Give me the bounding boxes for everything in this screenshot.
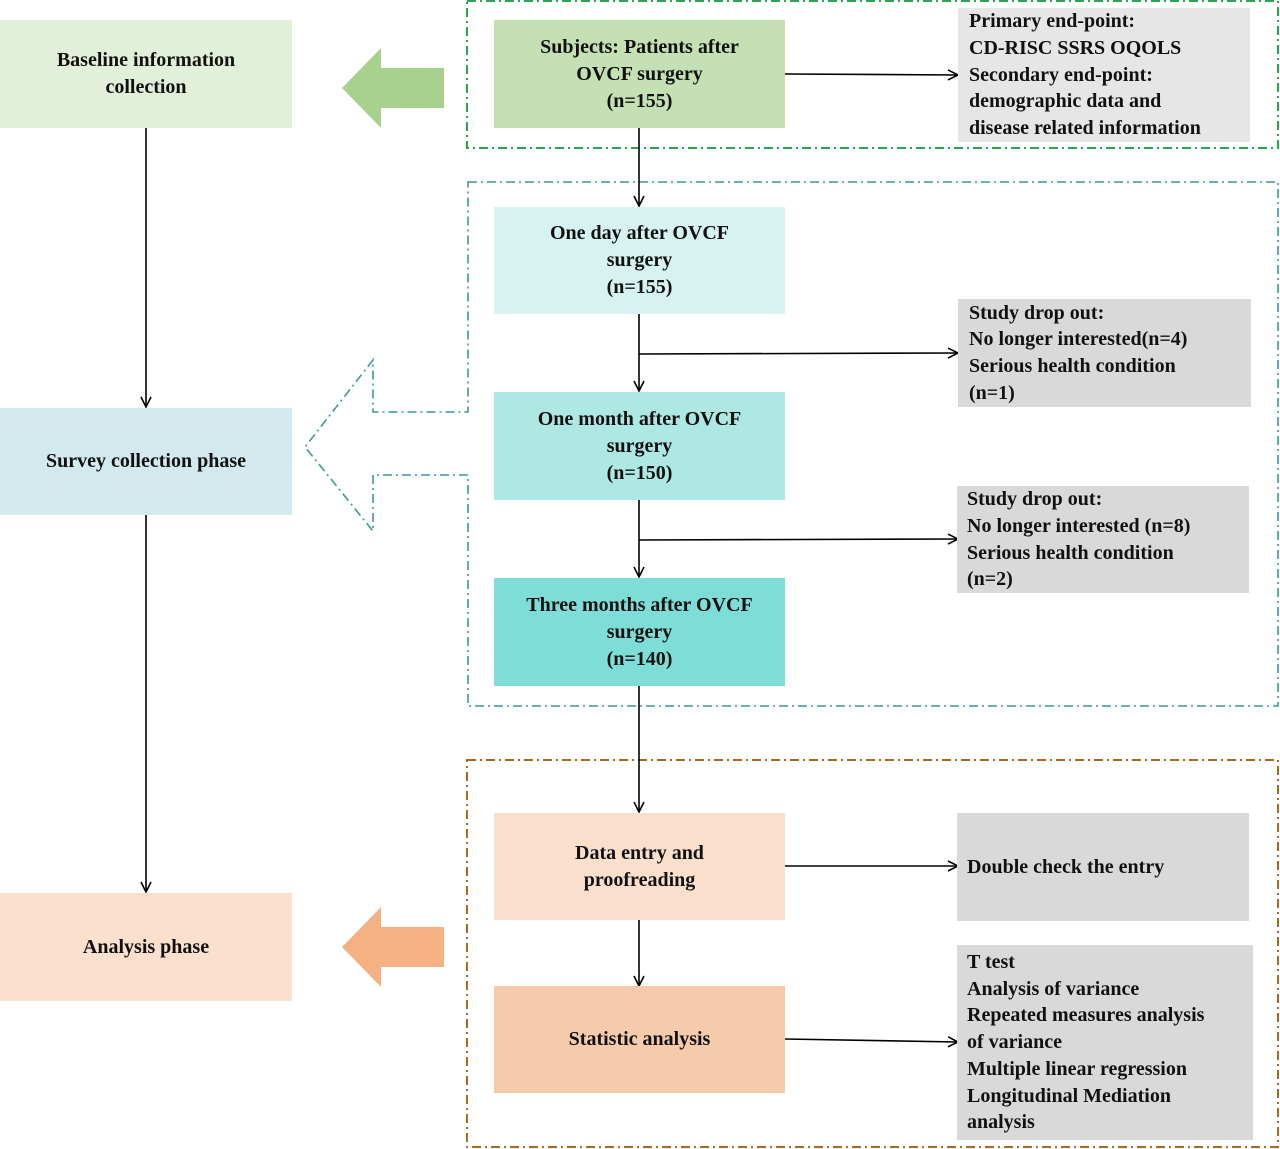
methods-line-6: Longitudinal Mediation bbox=[967, 1084, 1171, 1107]
dropout1-arrow bbox=[638, 353, 958, 354]
double-check-note: Double check the entry bbox=[957, 813, 1249, 921]
subjects-line-3: (n=155) bbox=[606, 89, 673, 112]
dropout2-line-3: Serious health condition bbox=[967, 541, 1174, 564]
green-block-arrow bbox=[342, 48, 444, 128]
baseline-phase-box: Baseline information collection bbox=[0, 20, 292, 128]
endpoints-note: Primary end-point: CD-RISC SSRS OQOLS Se… bbox=[958, 8, 1250, 142]
endpoints-line-1: Primary end-point: bbox=[969, 10, 1136, 33]
methods-line-2: Analysis of variance bbox=[967, 977, 1140, 1000]
survey-phase-label: Survey collection phase bbox=[46, 450, 246, 472]
analysis-phase-label: Analysis phase bbox=[82, 935, 210, 958]
endpoints-line-2: CD-RISC SSRS OQOLS bbox=[969, 36, 1182, 59]
subjects-line-2: OVCF surgery bbox=[576, 62, 703, 85]
survey-group-frame bbox=[303, 181, 1279, 707]
double-check-label: Double check the entry bbox=[967, 855, 1165, 878]
data-entry-line-2: proofreading bbox=[583, 868, 696, 891]
baseline-group-frame bbox=[466, 0, 1279, 149]
orange-block-arrow bbox=[342, 907, 444, 987]
methods-line-5: Multiple linear regression bbox=[967, 1057, 1187, 1080]
endpoints-line-4: demographic data and bbox=[969, 90, 1162, 113]
one-day-line-2: surgery bbox=[606, 249, 673, 271]
statistic-label: Statistic analysis bbox=[568, 1028, 711, 1050]
dropout1-line-2: No longer interested(n=4) bbox=[969, 328, 1188, 351]
one-month-box: One month after OVCF surgery (n=150) bbox=[494, 392, 785, 500]
subjects-line-1: Subjects: Patients after bbox=[540, 35, 739, 58]
one-day-line-1: One day after OVCF bbox=[549, 222, 730, 244]
baseline-phase-label: Baseline information collection bbox=[56, 49, 236, 98]
dropout1-line-4: (n=1) bbox=[969, 381, 1015, 404]
subjects-to-endpoints-arrow bbox=[784, 74, 958, 75]
three-months-line-1: Three months after OVCF bbox=[526, 593, 753, 616]
endpoints-line-3: Secondary end-point: bbox=[969, 63, 1153, 86]
three-months-line-2: surgery bbox=[606, 620, 673, 643]
dropout1-line-1: Study drop out: bbox=[969, 301, 1105, 324]
three-months-box: Three months after OVCF surgery (n=140) bbox=[494, 578, 785, 686]
one-month-line-2: surgery bbox=[606, 434, 673, 457]
data-entry-line-1: Data entry and bbox=[575, 841, 704, 864]
survey-phase-box: Survey collection phase bbox=[0, 408, 292, 515]
methods-line-7: analysis bbox=[967, 1111, 1035, 1134]
analysis-phase-box: Analysis phase bbox=[0, 893, 292, 1001]
statistic-box: Statistic analysis bbox=[494, 986, 785, 1093]
dropout2-arrow bbox=[638, 539, 958, 540]
dropout2-line-4: (n=2) bbox=[967, 568, 1013, 591]
one-month-line-3: (n=150) bbox=[606, 461, 673, 484]
statistic-to-methods-arrow bbox=[784, 1039, 958, 1042]
methods-line-3: Repeated measures analysis bbox=[967, 1004, 1205, 1027]
methods-line-1: T test bbox=[967, 951, 1015, 974]
analysis-group-frame bbox=[466, 759, 1279, 1148]
one-month-line-1: One month after OVCF bbox=[537, 407, 742, 430]
three-months-line-3: (n=140) bbox=[606, 647, 673, 670]
one-day-box: One day after OVCF surgery (n=155) bbox=[494, 207, 785, 314]
endpoints-line-5: disease related information bbox=[969, 117, 1201, 140]
dropout1-note: Study drop out: No longer interested(n=4… bbox=[958, 299, 1251, 407]
methods-note: T test Analysis of variance Repeated mea… bbox=[957, 945, 1253, 1140]
methods-line-4: of variance bbox=[967, 1031, 1062, 1054]
dropout1-line-3: Serious health condition bbox=[969, 355, 1176, 377]
dropout2-note: Study drop out: No longer interested (n=… bbox=[957, 486, 1249, 593]
one-day-line-3: (n=155) bbox=[606, 276, 673, 298]
subjects-box: Subjects: Patients after OVCF surgery (n… bbox=[494, 20, 785, 128]
data-entry-box: Data entry and proofreading bbox=[494, 813, 785, 920]
dropout2-line-2: No longer interested (n=8) bbox=[967, 514, 1191, 537]
dropout2-line-1: Study drop out: bbox=[967, 488, 1103, 511]
